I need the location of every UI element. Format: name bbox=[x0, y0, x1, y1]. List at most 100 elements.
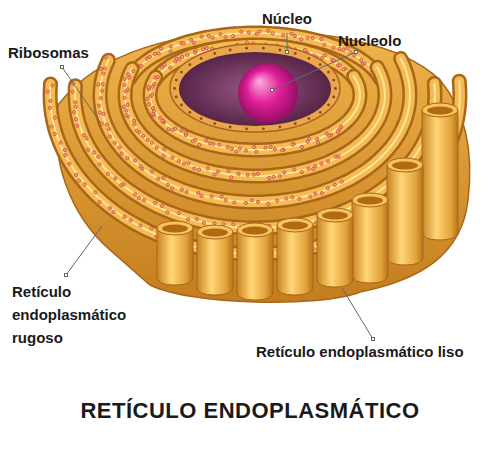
ribosome bbox=[123, 83, 126, 86]
ribosome bbox=[360, 58, 363, 61]
leader-line bbox=[62, 67, 100, 122]
smooth-er-tube bbox=[352, 193, 388, 283]
ribosome bbox=[227, 169, 230, 172]
er-fold bbox=[150, 76, 360, 150]
ribosome bbox=[309, 195, 312, 198]
nuclear-pore bbox=[229, 49, 232, 52]
ribosome bbox=[98, 111, 101, 114]
smooth-er-tube bbox=[422, 103, 458, 240]
smooth-er-tube bbox=[197, 225, 233, 295]
ribosome bbox=[256, 172, 259, 175]
ribosome bbox=[246, 173, 249, 176]
ribosome bbox=[307, 167, 310, 170]
smooth-er-tube bbox=[157, 221, 193, 285]
ribosome bbox=[74, 101, 77, 104]
ribosome bbox=[132, 119, 135, 122]
ribosome bbox=[282, 34, 285, 37]
ribosome bbox=[63, 148, 66, 151]
ribosome bbox=[140, 64, 143, 67]
ribosome bbox=[104, 56, 107, 59]
ribosome bbox=[151, 106, 154, 109]
ribosome bbox=[222, 222, 225, 225]
ribosome bbox=[224, 198, 227, 201]
ribosome bbox=[247, 31, 250, 34]
ribosome bbox=[205, 47, 208, 50]
ribosome bbox=[213, 173, 216, 176]
ribosome bbox=[311, 37, 314, 40]
ribosome bbox=[120, 152, 123, 155]
nuclear-pore bbox=[245, 47, 248, 50]
ribosome bbox=[185, 190, 188, 193]
ribosome bbox=[112, 210, 115, 213]
ribosome bbox=[235, 150, 238, 153]
ribosome bbox=[320, 162, 323, 165]
ribosome bbox=[157, 52, 160, 55]
ribosome bbox=[162, 176, 165, 179]
ribosome bbox=[72, 110, 75, 113]
ribosome bbox=[123, 96, 126, 99]
nuclear-pore bbox=[294, 52, 297, 55]
tube-rim bbox=[422, 103, 458, 117]
ribosome bbox=[252, 173, 255, 176]
leader-end bbox=[372, 338, 375, 341]
ribosome bbox=[146, 97, 149, 100]
tube-opening bbox=[162, 225, 188, 233]
tube-rim bbox=[387, 158, 423, 172]
ribosome bbox=[166, 211, 169, 214]
ribosome bbox=[156, 76, 159, 79]
ribosome bbox=[264, 146, 267, 149]
er-fold-highlight bbox=[150, 76, 360, 150]
ribosome bbox=[171, 187, 174, 190]
ribosome bbox=[169, 66, 172, 69]
ribosome bbox=[169, 45, 172, 48]
ribosome bbox=[177, 211, 180, 214]
tube-opening bbox=[322, 212, 348, 220]
ribosome bbox=[256, 200, 259, 203]
ribosome bbox=[101, 83, 104, 86]
ribosome bbox=[269, 145, 272, 148]
ribosome-group bbox=[122, 69, 340, 179]
ribosome bbox=[300, 171, 303, 174]
er-fold-edge bbox=[125, 67, 385, 176]
ribosome bbox=[132, 69, 135, 72]
leader-end bbox=[355, 51, 358, 54]
ribosome bbox=[99, 67, 102, 70]
ribosome bbox=[51, 84, 54, 87]
ribosome bbox=[87, 148, 90, 151]
ribosome bbox=[126, 88, 129, 91]
ribosome bbox=[298, 197, 301, 200]
ribosome bbox=[250, 199, 253, 202]
ribosome bbox=[189, 38, 192, 41]
ribosome bbox=[244, 149, 247, 152]
ribosome bbox=[231, 34, 234, 37]
ribosome bbox=[271, 32, 274, 35]
ribosome bbox=[53, 132, 56, 135]
ribosome bbox=[316, 141, 319, 144]
nuclear-pore bbox=[332, 79, 335, 82]
er-fold-highlight bbox=[100, 58, 410, 202]
ribosome bbox=[333, 183, 336, 186]
leader-end bbox=[65, 274, 68, 277]
ribosome bbox=[94, 191, 97, 194]
nuclear-pore bbox=[332, 96, 335, 99]
ribosome bbox=[202, 48, 205, 51]
ribosome bbox=[114, 177, 117, 180]
ribosome bbox=[198, 143, 201, 146]
smooth-er-tube bbox=[317, 208, 353, 287]
nuclear-pore bbox=[278, 126, 281, 129]
ribosome bbox=[186, 53, 189, 56]
tube-rim bbox=[352, 193, 388, 207]
diagram-title: RETÍCULO ENDOPLASMÁTICO bbox=[80, 398, 419, 424]
ribosome bbox=[216, 170, 219, 173]
smooth-er-tube bbox=[237, 223, 273, 300]
nucleolus-label: Nucleolo bbox=[338, 32, 401, 50]
ribosome bbox=[163, 63, 166, 66]
ribosome bbox=[338, 64, 341, 67]
ribosome bbox=[332, 46, 335, 49]
ribosome bbox=[133, 193, 136, 196]
ribosome bbox=[219, 33, 222, 36]
ribosome bbox=[49, 99, 52, 102]
ribosome bbox=[85, 137, 88, 140]
tube-rim bbox=[237, 223, 273, 237]
ribosome bbox=[258, 30, 261, 33]
